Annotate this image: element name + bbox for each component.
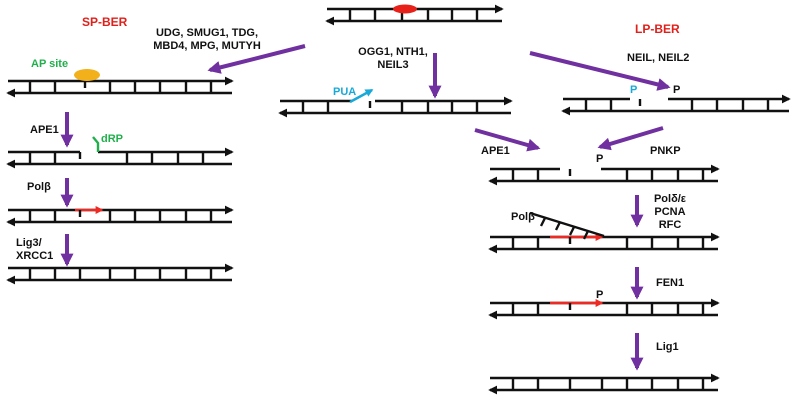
phosphate-label-cyan: P — [630, 84, 638, 96]
lig3-label-line2: XRCC1 — [16, 250, 54, 262]
arrow-ape1-right — [474, 128, 541, 152]
displaced-flap — [529, 211, 605, 238]
sp-ber-title: SP-BER — [82, 15, 128, 29]
polb-label-right: Polβ — [511, 211, 535, 223]
flap-rung-2 — [568, 226, 576, 236]
arrow-to-lp-ber — [529, 51, 671, 91]
pold-label-line3: RFC — [658, 219, 682, 231]
sp-glycosylases-label-line2: MBD4, MPG, MUTYH — [153, 40, 261, 52]
bifunctional-glycosylases-label-line1: OGG1, NTH1, — [358, 46, 428, 58]
ape1-label-left: APE1 — [30, 124, 59, 136]
pnkp-label: PNKP — [650, 145, 681, 157]
ap-site-label: AP site — [31, 58, 69, 70]
flap-rung-1 — [554, 221, 562, 231]
base-lesion — [393, 4, 417, 14]
flap-rung-3 — [582, 230, 590, 240]
lig1-label: Lig1 — [656, 341, 679, 353]
ape1-label-right: APE1 — [481, 145, 510, 157]
drp-flap — [92, 136, 100, 152]
ap-site-marker — [74, 69, 100, 81]
fen1-label: FEN1 — [656, 277, 685, 289]
pold-label-line2: PCNA — [654, 206, 686, 218]
neil-label: NEIL, NEIL2 — [627, 52, 690, 64]
lp-ber-title: LP-BER — [635, 22, 680, 36]
arrow-pnkp — [597, 126, 664, 151]
phosphate-label-3: P — [596, 289, 604, 301]
bifunctional-glycosylases-label-line2: NEIL3 — [377, 59, 409, 71]
phosphate-label-2: P — [596, 153, 604, 165]
sp-glycosylases-label-line1: UDG, SMUG1, TDG, — [155, 27, 259, 39]
lig3-label-line1: Lig3/ — [16, 237, 42, 249]
polb-label-left: Polβ — [27, 181, 51, 193]
pua-end — [349, 88, 374, 104]
arrow-to-sp-ber — [207, 44, 306, 74]
drp-label: dRP — [101, 133, 123, 145]
flap-rung-0 — [539, 217, 547, 227]
phosphate-label: P — [673, 84, 681, 96]
pua-label: PUA — [333, 86, 357, 98]
pold-label-line1: Polδ/ε — [653, 193, 687, 205]
